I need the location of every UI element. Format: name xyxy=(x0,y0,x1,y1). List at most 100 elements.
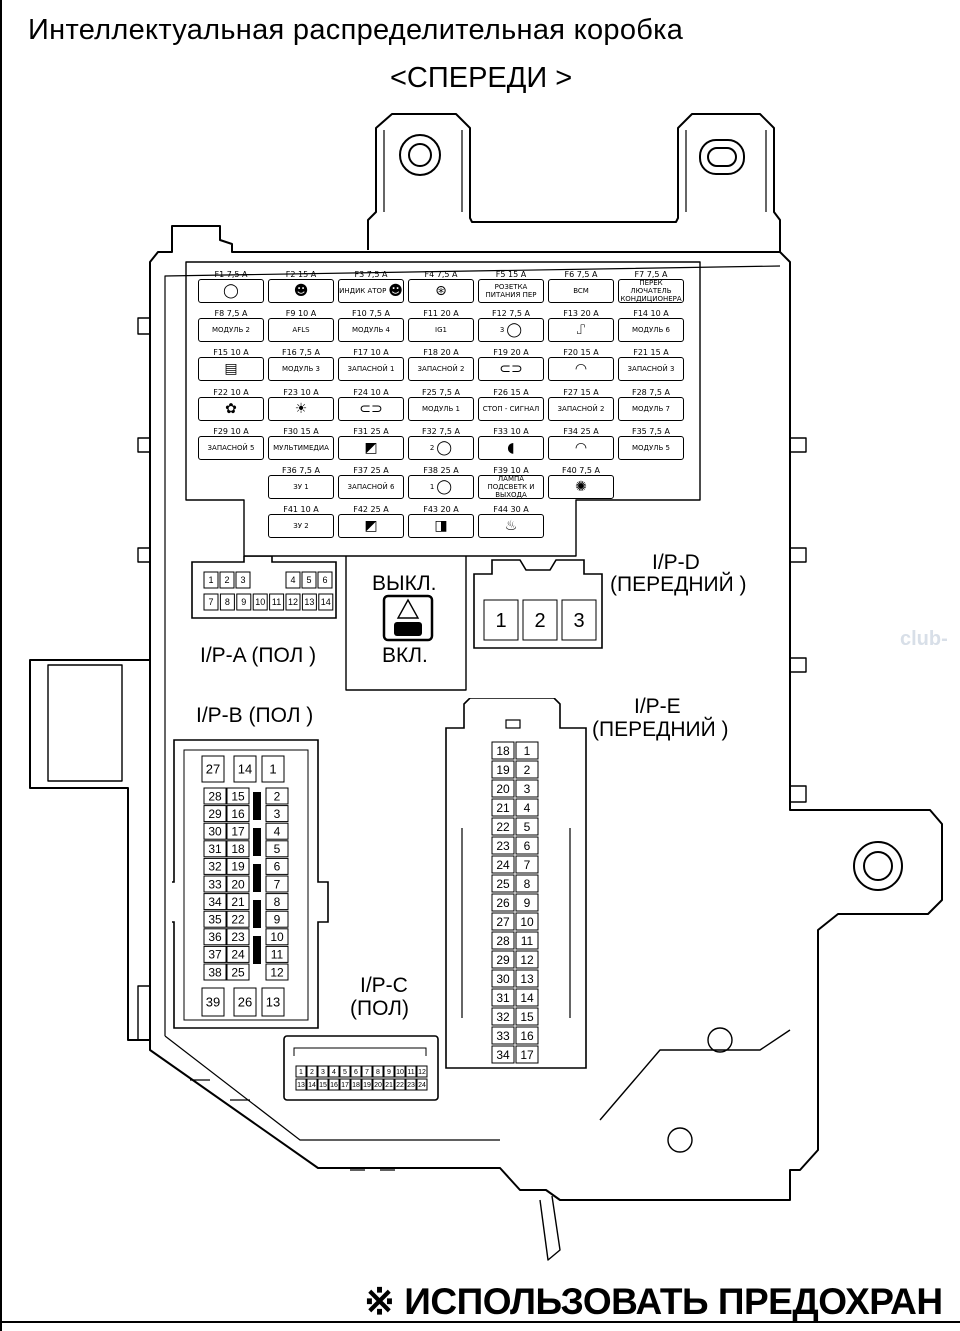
pin-cell xyxy=(203,840,227,858)
pin-cell xyxy=(491,1045,515,1064)
pin-number: 1 xyxy=(269,762,276,777)
pin-number: 21 xyxy=(385,1082,393,1089)
pin-number: 31 xyxy=(208,842,222,856)
fuse-23: F23 10 A☀ xyxy=(268,388,334,421)
pin-cell xyxy=(317,571,333,589)
airbag-icon: ☻ xyxy=(388,283,403,299)
fuse-rating: F25 7,5 A xyxy=(421,388,461,397)
pin-cell xyxy=(394,1078,406,1091)
pin-cell xyxy=(203,805,227,823)
pin-cell xyxy=(226,805,250,823)
pin-number: 9 xyxy=(274,913,281,927)
fuse-circuit-label: ИНДИК АТОР xyxy=(339,287,387,295)
pin-number: 3 xyxy=(524,782,531,796)
pin-number: 4 xyxy=(524,801,531,815)
fuse-15: F15 10 A▤ xyxy=(198,348,264,381)
pin-number: 20 xyxy=(496,782,510,796)
fuse-rating: F5 15 A xyxy=(495,270,527,279)
fuse-slot: ✿ xyxy=(198,397,264,421)
pin-number: 34 xyxy=(208,895,222,909)
pin-cell xyxy=(203,963,227,981)
fuse-rating: F17 10 A xyxy=(353,348,389,357)
wiper-icon: ◠ xyxy=(574,440,588,456)
pin-number: 10 xyxy=(520,915,534,929)
switch-off-label: ВЫКЛ. xyxy=(372,572,437,595)
fuse-slot: BCM xyxy=(548,279,614,303)
ipe-label-line2: (ПЕРЕДНИЙ ) xyxy=(592,718,729,741)
pin-cell xyxy=(226,875,250,893)
fuse-circuit-label: ЗАПАСНОЙ 2 xyxy=(417,365,465,373)
diagram-subtitle: <СПЕРЕДИ > xyxy=(390,62,573,94)
pin-number: 12 xyxy=(520,953,534,967)
pin-number: 1 xyxy=(299,1069,303,1076)
pin-number: 6 xyxy=(524,839,531,853)
seat-heater-icon: ♨ xyxy=(504,518,518,534)
fuse-rating: F20 15 A xyxy=(563,348,599,357)
fuse-rating: F13 20 A xyxy=(563,309,599,318)
fuse-circuit-label: МОДУЛЬ 7 xyxy=(631,405,671,413)
pin-number: 29 xyxy=(496,953,510,967)
fuse-slot: ЗАПАСНОЙ 3 xyxy=(618,357,684,381)
pin-cell xyxy=(219,571,235,589)
pin-number: 8 xyxy=(376,1069,380,1076)
pin-cell xyxy=(318,593,334,611)
pin-number: 6 xyxy=(354,1069,358,1076)
pin-cell xyxy=(328,1065,340,1078)
fuse-rating: F11 20 A xyxy=(423,309,459,318)
fuse-slot: 2◯ xyxy=(408,436,474,460)
fuse-rating: F43 20 A xyxy=(423,505,459,514)
pin-cell xyxy=(317,1078,329,1091)
pin-number: 11 xyxy=(521,934,534,948)
pin-number: 18 xyxy=(352,1082,360,1089)
pin-cell xyxy=(235,571,251,589)
pin-number: 2 xyxy=(224,575,229,585)
fuse-20: F20 15 A◠ xyxy=(548,348,614,381)
pin-number: 13 xyxy=(266,995,280,1010)
fuse-slot: ♨ xyxy=(478,514,544,538)
pin-cell xyxy=(491,817,515,836)
fuse-slot: ЗУ 2 xyxy=(268,514,334,538)
pin-number: 17 xyxy=(341,1082,349,1089)
pin-cell xyxy=(285,571,301,589)
pin-number: 32 xyxy=(496,1010,510,1024)
fuse-slot: ⊂⊃ xyxy=(478,357,544,381)
lamp-icon: ◯ xyxy=(436,479,453,495)
pin-cell xyxy=(383,1065,395,1078)
ipc-label-line2: (ПОЛ) xyxy=(350,997,409,1020)
pin-cell xyxy=(226,928,250,946)
fuse-13: F13 20 A⑀ xyxy=(548,309,614,342)
pin-cell xyxy=(236,593,252,611)
fuse-slot: ⊂⊃ xyxy=(338,397,404,421)
diagram-title: Интеллектуальная распределительная короб… xyxy=(28,14,684,46)
pin-cell xyxy=(515,760,539,779)
pin-cell xyxy=(491,760,515,779)
fog-lamp-icon: ◖ xyxy=(507,440,515,456)
pin-cell xyxy=(226,910,250,928)
pin-number: 7 xyxy=(208,597,213,607)
pin-cell xyxy=(491,1026,515,1045)
pin-number: 10 xyxy=(396,1069,404,1076)
pin-number: 19 xyxy=(363,1082,371,1089)
pin-cell xyxy=(515,741,539,760)
fuse-slot: ЗАПАСНОЙ 5 xyxy=(198,436,264,460)
pin-number: 5 xyxy=(306,575,311,585)
pin-cell xyxy=(301,593,317,611)
fuse-circuit-label: ЗУ 2 xyxy=(293,522,309,530)
fuse-slot: ☀ xyxy=(268,397,334,421)
fuse-rating: F9 10 A xyxy=(285,309,317,318)
fuse-rating: F27 15 A xyxy=(563,388,599,397)
pin-number: 11 xyxy=(271,948,284,962)
pin-number: 17 xyxy=(520,1048,534,1062)
ipe-label-line1: I/P-E xyxy=(634,695,681,718)
